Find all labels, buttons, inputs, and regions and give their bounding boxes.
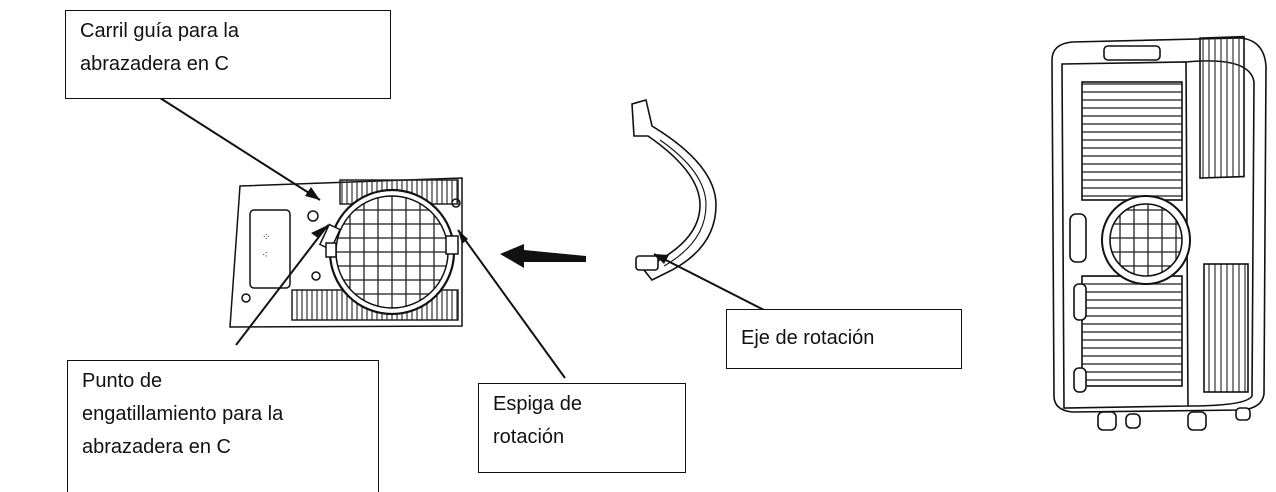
arrow-left-icon (500, 244, 586, 268)
svg-text:⁖: ⁖ (262, 250, 268, 261)
window-kit-panel: ⁘ ⁖ (229, 177, 463, 328)
leader-eje (653, 253, 769, 313)
label-espiga-rotacion: Espiga de rotación (478, 383, 686, 473)
label-espiga-line-1: Espiga de (493, 393, 582, 415)
label-eje-rotacion: Eje de rotación (726, 309, 962, 369)
label-punto-line-1: Punto de (82, 370, 163, 392)
leader-punto (235, 224, 329, 346)
leader-arrowheads (305, 187, 669, 264)
label-punto-engatillamiento: Punto de engatillamiento para la abrazad… (67, 360, 379, 492)
label-carril-guia: Carril guía para la abrazadera en C (65, 10, 391, 99)
label-carril-line-2: abrazadera en C (80, 53, 229, 75)
label-punto-line-2: engatillamiento para la (82, 403, 284, 425)
leader-carril (145, 88, 321, 201)
label-carril-line-1: Carril guía para la (80, 20, 239, 42)
portable-air-conditioner-icon (1051, 35, 1267, 431)
label-punto-line-3: abrazadera en C (82, 436, 231, 458)
svg-text:⁘: ⁘ (262, 232, 270, 243)
c-clamp-icon (631, 98, 717, 282)
leader-espiga (457, 229, 566, 379)
label-espiga-line-2: rotación (493, 426, 565, 448)
label-eje-line-1: Eje de rotación (741, 327, 875, 349)
leader-lines (145, 88, 769, 379)
